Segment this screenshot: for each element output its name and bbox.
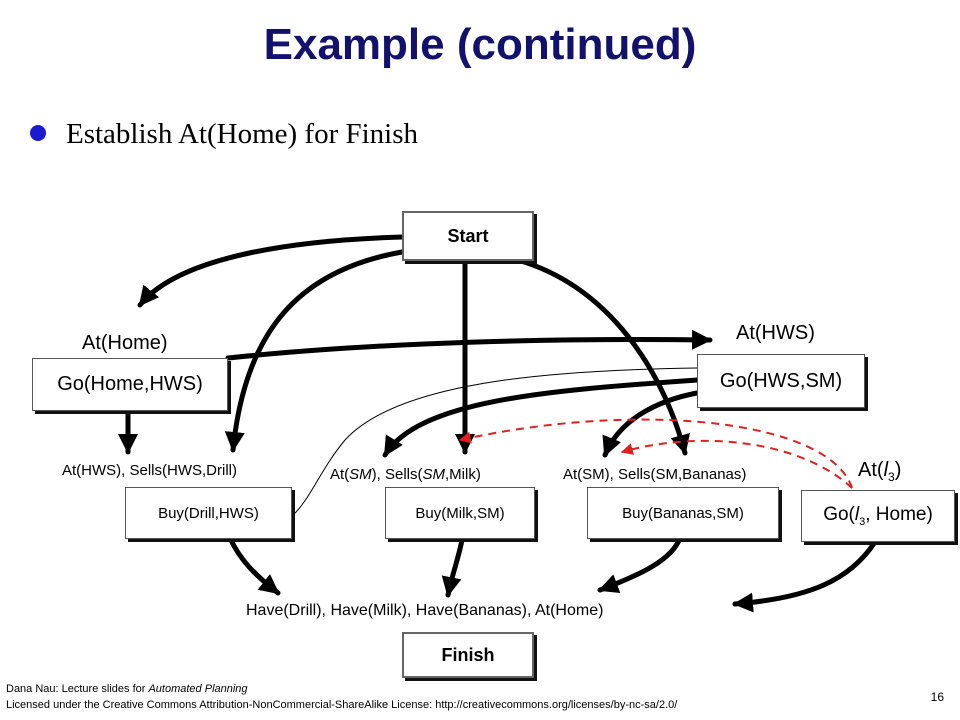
go-home-hws-node: Go(Home,HWS)	[32, 358, 228, 411]
finish-label: Finish	[441, 644, 495, 665]
bullet-dot-icon	[30, 125, 46, 142]
pre-drill-label: At(HWS), Sells(HWS,Drill)	[62, 462, 237, 479]
at-home-label: At(Home)	[82, 332, 168, 354]
threat-arrow-bananas	[620, 439, 853, 489]
pre-milk-label: At(SM), Sells(SM,Milk)	[330, 466, 481, 483]
edge-buymilk-finish	[441, 537, 465, 598]
start-node: Start	[402, 211, 534, 261]
edge-gohws-buymilk	[382, 377, 700, 458]
go-l3-home-node: Go(l3, Home)	[801, 490, 955, 542]
edge-start-gohome	[137, 234, 405, 308]
buy-bananas-label: Buy(Bananas,SM)	[622, 504, 744, 522]
edge-gohws-buybananas	[602, 390, 700, 458]
go-home-hws-label: Go(Home,HWS)	[57, 373, 203, 395]
footer-license: Licensed under the Creative Commons Attr…	[6, 699, 678, 711]
buy-drill-node: Buy(Drill,HWS)	[125, 487, 292, 539]
edge-buybananas-finish	[597, 535, 683, 594]
bullet-text: Establish At(Home) for Finish	[66, 118, 419, 150]
footer-credit: Dana Nau: Lecture slides for Automated P…	[6, 683, 248, 695]
slide-title: Example (continued)	[263, 20, 697, 69]
go-l3-home-label: Go(l3, Home)	[823, 504, 933, 528]
go-hws-sm-node: Go(HWS,SM)	[697, 354, 865, 408]
at-l3-label: At(l3)	[858, 459, 902, 484]
start-label: Start	[447, 225, 489, 246]
bullet-item: Establish At(Home) for Finish	[30, 118, 418, 151]
edge-start-buydrill	[224, 249, 405, 453]
finish-node: Finish	[402, 632, 534, 678]
go-hws-sm-label: Go(HWS,SM)	[719, 369, 843, 392]
buy-bananas-node: Buy(Bananas,SM)	[587, 487, 779, 539]
page-number: 16	[930, 690, 944, 704]
buy-milk-label: Buy(Milk,SM)	[415, 504, 505, 522]
edge-buydrill-finish	[227, 535, 281, 596]
threat-arrow-milk	[458, 418, 853, 489]
ordering-constraint-curve	[291, 367, 698, 517]
edge-gohome-gohws	[225, 329, 713, 361]
edge-gol3-finish	[732, 539, 878, 613]
buy-milk-node: Buy(Milk,SM)	[385, 487, 535, 539]
edge-start-buybananas	[507, 255, 690, 456]
buy-drill-label: Buy(Drill,HWS)	[158, 504, 259, 522]
at-hws-label: At(HWS)	[736, 322, 815, 344]
finish-preconditions-label: Have(Drill), Have(Milk), Have(Bananas), …	[246, 602, 604, 619]
pre-bananas-label: At(SM), Sells(SM,Bananas)	[563, 466, 747, 483]
